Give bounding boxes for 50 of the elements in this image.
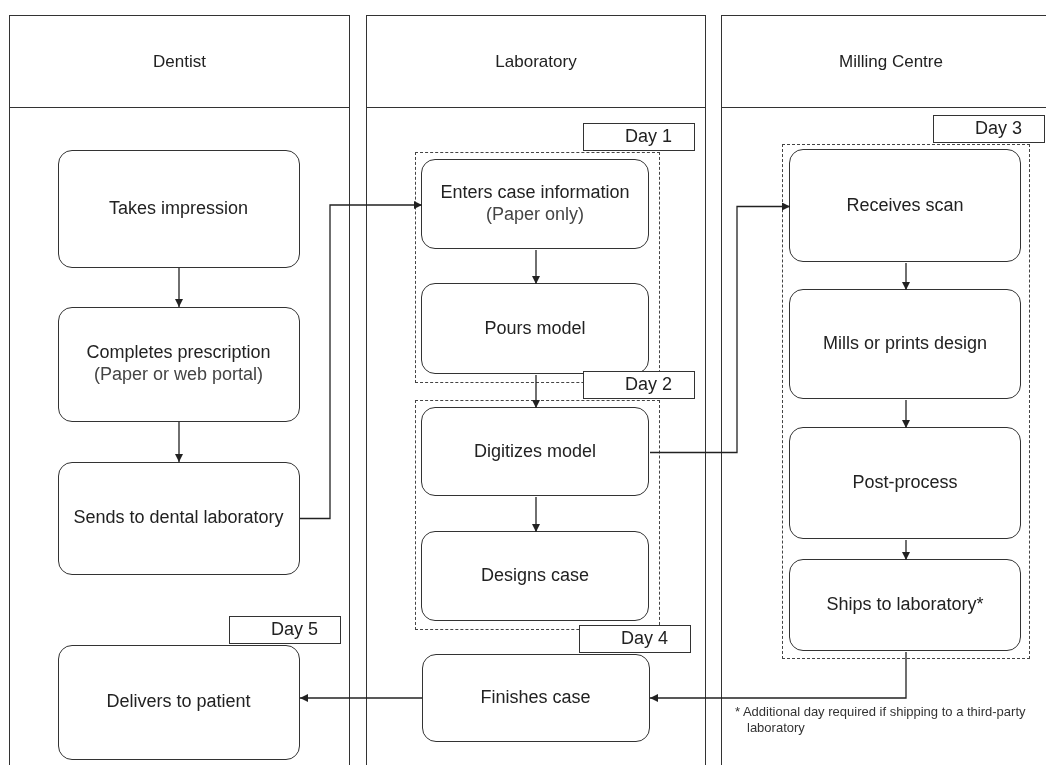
process-box — [421, 159, 649, 249]
process-box — [789, 427, 1021, 539]
box-label: Takes impression — [108, 197, 249, 220]
arrow — [532, 374, 540, 409]
box-label: Post-process — [852, 472, 958, 494]
process-box — [57, 461, 300, 575]
process-box — [57, 306, 300, 422]
box-note: (Paper only) — [485, 204, 584, 226]
lane-header: Dentist — [10, 16, 349, 108]
process-box — [789, 149, 1021, 262]
arrow — [902, 399, 910, 429]
day-tag: Day 3 — [932, 114, 1045, 143]
process-box — [57, 149, 300, 268]
arrow — [902, 262, 910, 291]
box-label: Completes prescription — [86, 342, 271, 364]
box-label: Sends to dental laboratory — [73, 507, 284, 529]
process-box — [421, 407, 649, 496]
swimlane — [9, 15, 350, 765]
arrow — [175, 421, 183, 463]
swimlane — [721, 15, 1046, 765]
box-label: Enters case information — [440, 182, 630, 204]
process-box — [421, 531, 649, 621]
lane-header: Laboratory — [367, 16, 705, 108]
box-note: (Paper or web portal) — [93, 364, 264, 386]
arrow — [532, 249, 540, 285]
box-label: Pours model — [484, 317, 586, 340]
box-label: Receives scan — [846, 194, 964, 217]
process-box — [789, 559, 1021, 651]
box-label: Ships to laboratory* — [826, 594, 984, 616]
box-label: Mills or prints design — [822, 333, 988, 355]
box-label: Finishes case — [480, 686, 591, 709]
day-tag: Day 4 — [578, 624, 691, 653]
process-box — [421, 283, 649, 374]
arrow — [299, 694, 423, 702]
process-box — [789, 289, 1021, 399]
arrow — [175, 267, 183, 308]
box-label: Delivers to patient — [106, 691, 251, 713]
day-tag: Day 5 — [228, 615, 341, 644]
arrow — [532, 496, 540, 533]
day-tag: Day 2 — [582, 370, 695, 399]
box-label: Digitizes model — [473, 440, 596, 463]
arrow — [299, 201, 423, 520]
box-label: Designs case — [480, 565, 590, 587]
arrow — [649, 202, 791, 454]
lane-header: Milling Centre — [722, 16, 1046, 108]
swimlane — [366, 15, 706, 765]
footnote: * Additional day required if shipping to a third-party laboratory — [735, 704, 1027, 736]
day-tag: Day 1 — [582, 122, 695, 151]
arrow — [902, 539, 910, 561]
arrow — [649, 651, 907, 702]
